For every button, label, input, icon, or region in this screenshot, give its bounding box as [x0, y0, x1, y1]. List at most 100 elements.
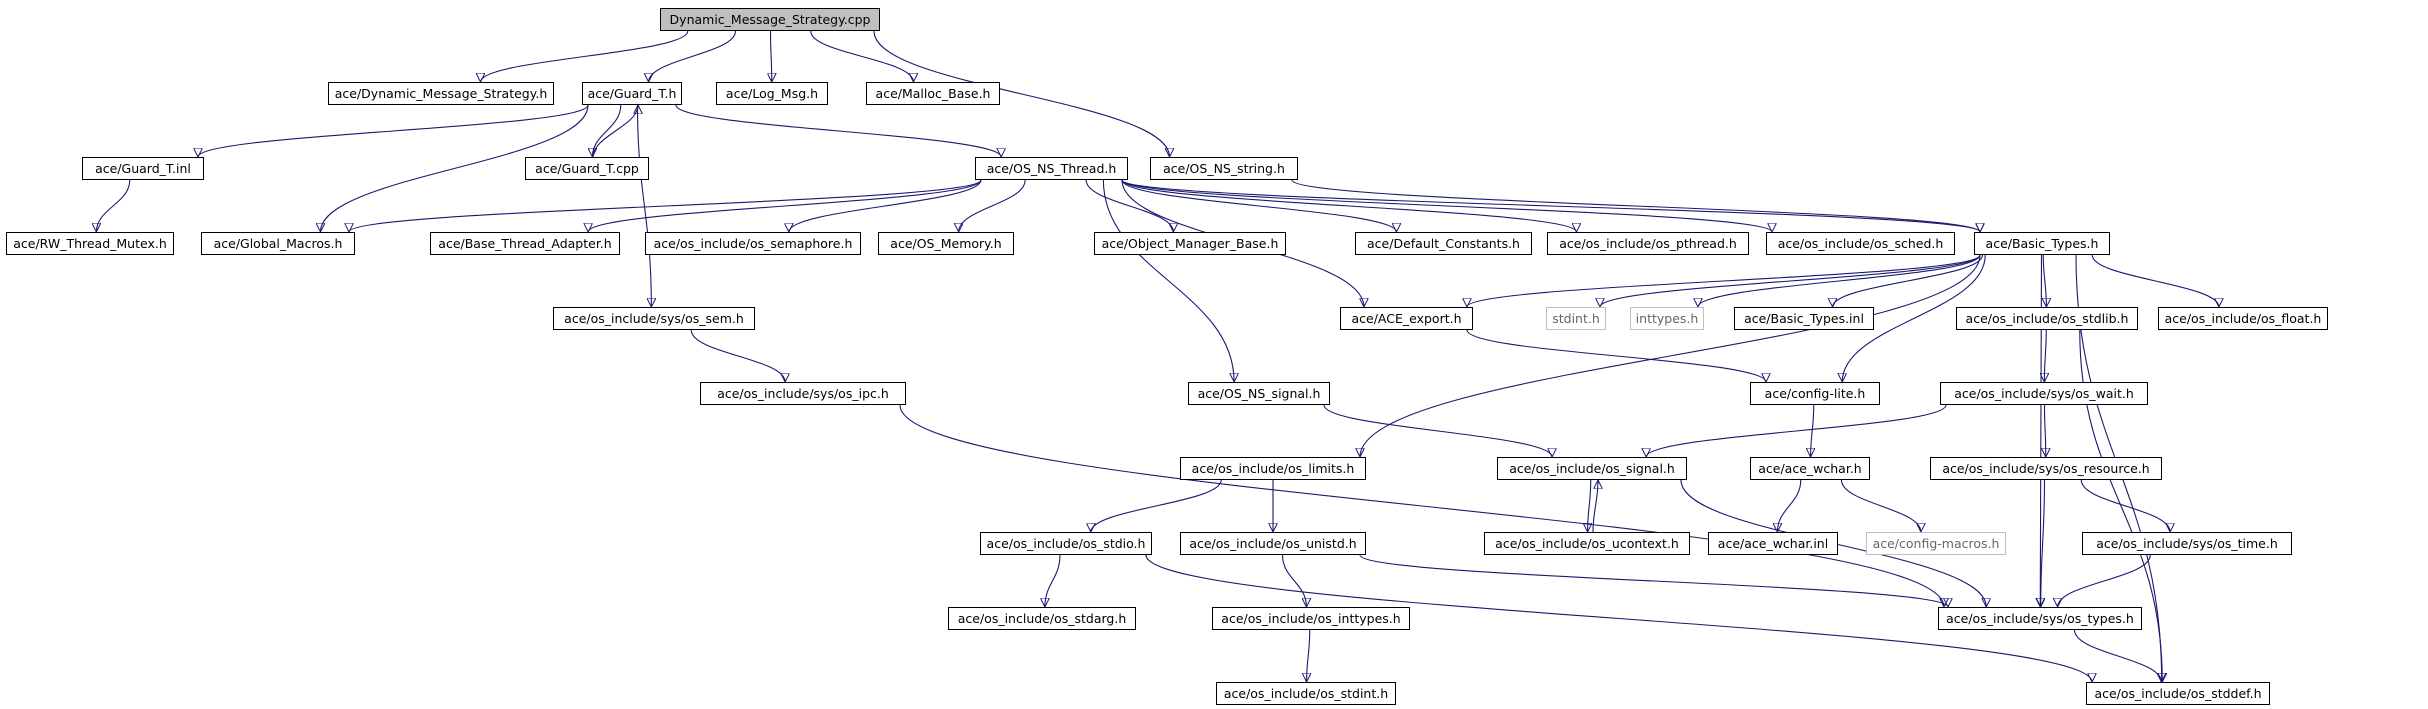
- edge-os-time-to-os-types: [2058, 554, 2151, 608]
- edge-os-unistd-to-os-inttypes: [1281, 554, 1307, 607]
- edge-dms-cpp-to-dms-h: [480, 30, 689, 83]
- edge-dms-cpp-to-os-ns-string: [873, 30, 1170, 157]
- edge-basic-types-to-os-limits: [1360, 254, 1981, 457]
- edge-guard-inl-to-rw-mutex: [96, 179, 131, 233]
- edge-guard-cpp-to-guard-h: [592, 104, 638, 158]
- node-os-ns-string-h[interactable]: ace/OS_NS_string.h: [1150, 157, 1298, 180]
- node-os-unistd-h[interactable]: ace/os_include/os_unistd.h: [1180, 532, 1366, 555]
- edge-os-unistd-to-os-types: [1359, 554, 1948, 608]
- edge-os-inttypes-to-os-stdint: [1307, 629, 1310, 682]
- node-default-constants-h[interactable]: ace/Default_Constants.h: [1355, 232, 1532, 255]
- node-os-sem-h[interactable]: ace/os_include/sys/os_sem.h: [553, 307, 755, 330]
- edge-os-resource-to-os-types: [2041, 479, 2045, 607]
- node-ace-wchar-h[interactable]: ace/ace_wchar.h: [1750, 457, 1870, 480]
- node-os-ipc-h[interactable]: ace/os_include/sys/os_ipc.h: [700, 382, 906, 405]
- node-os-signal-h[interactable]: ace/os_include/os_signal.h: [1497, 457, 1687, 480]
- node-os-inttypes-h[interactable]: ace/os_include/os_inttypes.h: [1212, 607, 1410, 630]
- node-base-thread-adapter-h[interactable]: ace/Base_Thread_Adapter.h: [430, 232, 620, 255]
- node-basic-types-h[interactable]: ace/Basic_Types.h: [1974, 232, 2110, 255]
- node-ace-wchar-inl[interactable]: ace/ace_wchar.inl: [1708, 532, 1838, 555]
- edge-os-stdio-to-os-stdarg: [1045, 554, 1061, 607]
- edge-os-ns-thread-to-default-constants: [1121, 179, 1396, 233]
- node-config-macros-h: ace/config-macros.h: [1866, 532, 2006, 555]
- edge-os-ns-thread-to-object-manager-base: [1085, 179, 1173, 233]
- edge-os-signal-to-os-ucontext: [1588, 479, 1591, 532]
- edge-os-ns-thread-to-os-semaphore: [789, 179, 982, 233]
- edge-os-wait-to-os-signal: [1646, 404, 1947, 458]
- node-os-ucontext-h[interactable]: ace/os_include/os_ucontext.h: [1484, 532, 1690, 555]
- node-config-lite-h[interactable]: ace/config-lite.h: [1750, 382, 1880, 405]
- node-os-ns-signal-h[interactable]: ace/OS_NS_signal.h: [1188, 382, 1330, 405]
- node-basic-types-inl[interactable]: ace/Basic_Types.inl: [1734, 307, 1874, 330]
- node-object-manager-base-h[interactable]: ace/Object_Manager_Base.h: [1094, 232, 1286, 255]
- node-os-stdarg-h[interactable]: ace/os_include/os_stdarg.h: [948, 607, 1136, 630]
- edge-os-sem-to-os-ipc: [690, 329, 785, 383]
- node-malloc-base-h[interactable]: ace/Malloc_Base.h: [866, 82, 1000, 105]
- node-dynamic-message-strategy-cpp: Dynamic_Message_Strategy.cpp: [660, 8, 880, 31]
- edge-guard-h-to-os-sem: [636, 104, 652, 307]
- node-global-macros-h[interactable]: ace/Global_Macros.h: [201, 232, 355, 255]
- node-os-limits-h[interactable]: ace/os_include/os_limits.h: [1180, 457, 1366, 480]
- node-os-wait-h[interactable]: ace/os_include/sys/os_wait.h: [1940, 382, 2148, 405]
- edge-os-wait-to-os-resource: [2045, 404, 2046, 457]
- node-os-stdio-h[interactable]: ace/os_include/os_stdio.h: [980, 532, 1152, 555]
- edge-os-ns-string-to-basic-types: [1291, 179, 1980, 233]
- node-os-sched-h[interactable]: ace/os_include/os_sched.h: [1766, 232, 1955, 255]
- node-ace-export-h[interactable]: ace/ACE_export.h: [1340, 307, 1473, 330]
- edge-os-ns-thread-to-os-pthread: [1121, 179, 1576, 233]
- node-guard-t-inl[interactable]: ace/Guard_T.inl: [82, 157, 204, 180]
- node-os-ns-thread-h[interactable]: ace/OS_NS_Thread.h: [975, 157, 1128, 180]
- node-os-resource-h[interactable]: ace/os_include/sys/os_resource.h: [1930, 457, 2162, 480]
- edge-guard-h-to-global-macros: [320, 104, 589, 232]
- edge-os-types-to-os-stddef: [2073, 629, 2162, 683]
- edge-os-ns-thread-to-global-macros: [349, 179, 982, 233]
- edge-basic-types-to-basic-types-inl: [1833, 254, 1984, 308]
- edge-os-limits-to-os-stdio: [1091, 479, 1222, 533]
- node-os-stddef-h[interactable]: ace/os_include/os_stddef.h: [2086, 682, 2270, 705]
- node-dynamic-message-strategy-h[interactable]: ace/Dynamic_Message_Strategy.h: [328, 82, 554, 105]
- edge-basic-types-to-config-lite: [1842, 254, 1986, 382]
- edge-guard-h-to-guard-cpp: [592, 104, 622, 157]
- edge-os-ns-thread-to-os-memory: [959, 179, 1026, 233]
- node-inttypes-h: inttypes.h: [1630, 307, 1704, 330]
- edge-os-ipc-to-os-types: [899, 404, 1944, 607]
- edge-guard-h-to-guard-inl: [198, 104, 589, 158]
- edge-os-ns-signal-to-os-signal: [1323, 404, 1552, 458]
- edge-os-ucontext-to-os-signal: [1592, 480, 1598, 533]
- edge-dms-cpp-to-guard-h: [649, 30, 737, 83]
- edge-ace-wchar-to-config-macros: [1840, 479, 1921, 533]
- edge-ace-export-to-config-lite: [1466, 329, 1766, 383]
- edge-basic-types-to-os-stdlib: [2043, 254, 2046, 307]
- node-stdint-h: stdint.h: [1546, 307, 1606, 330]
- edge-basic-types-to-inttypes: [1698, 254, 1981, 308]
- edge-dms-cpp-to-malloc-base: [810, 30, 914, 83]
- node-guard-t-h[interactable]: ace/Guard_T.h: [582, 82, 682, 105]
- node-guard-t-cpp[interactable]: ace/Guard_T.cpp: [525, 157, 649, 180]
- node-os-semaphore-h[interactable]: ace/os_include/os_semaphore.h: [645, 232, 861, 255]
- edge-os-stdlib-to-os-wait: [2044, 329, 2046, 382]
- edge-dms-cpp-to-log-msg: [771, 30, 772, 82]
- edge-os-ns-thread-to-basic-types: [1121, 179, 1980, 233]
- node-os-memory-h[interactable]: ace/OS_Memory.h: [878, 232, 1014, 255]
- edge-basic-types-to-stdint: [1600, 254, 1981, 308]
- node-os-stdlib-h[interactable]: ace/os_include/os_stdlib.h: [1956, 307, 2138, 330]
- node-log-msg-h[interactable]: ace/Log_Msg.h: [716, 82, 828, 105]
- node-os-float-h[interactable]: ace/os_include/os_float.h: [2158, 307, 2328, 330]
- node-os-types-h[interactable]: ace/os_include/sys/os_types.h: [1938, 607, 2142, 630]
- node-os-time-h[interactable]: ace/os_include/sys/os_time.h: [2082, 532, 2292, 555]
- edge-basic-types-to-os-float: [2091, 254, 2219, 308]
- edge-os-ns-thread-to-base-thread-adapter: [588, 179, 982, 233]
- edge-config-lite-to-ace-wchar: [1811, 404, 1814, 457]
- edge-basic-types-to-ace-export: [1467, 254, 1981, 308]
- edge-guard-h-to-os-ns-thread: [675, 104, 1001, 158]
- node-os-stdint-h[interactable]: ace/os_include/os_stdint.h: [1216, 682, 1396, 705]
- edge-os-ns-thread-to-os-ns-signal: [1102, 179, 1234, 382]
- node-rw-thread-mutex-h[interactable]: ace/RW_Thread_Mutex.h: [6, 232, 174, 255]
- node-os-pthread-h[interactable]: ace/os_include/os_pthread.h: [1547, 232, 1749, 255]
- edge-os-ns-thread-to-os-sched: [1121, 179, 1772, 233]
- edge-os-resource-to-os-time: [2080, 479, 2170, 533]
- edge-os-stdio-to-os-stddef: [1145, 554, 2092, 683]
- edge-ace-wchar-to-ace-wchar-inl: [1777, 479, 1802, 532]
